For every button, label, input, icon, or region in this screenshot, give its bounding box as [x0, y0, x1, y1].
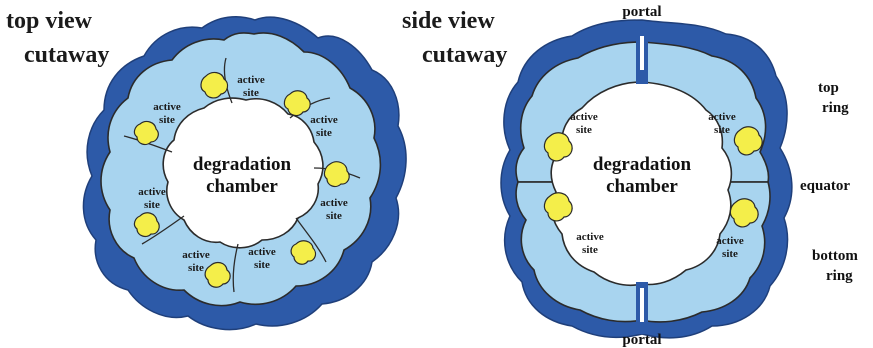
top-view-chamber-label-line1: degradation — [193, 154, 292, 175]
active-site-label: active — [570, 111, 598, 123]
active-site-blob — [544, 133, 572, 161]
active-site-label: active — [153, 101, 181, 113]
side-view-chamber-label-line1: degradation — [593, 154, 692, 175]
active-site-label: site — [188, 262, 204, 274]
active-site-label: active — [320, 197, 348, 209]
active-site-label: site — [316, 127, 332, 139]
active-site-blob — [324, 162, 349, 187]
active-site-label: site — [144, 199, 160, 211]
active-site-label: active — [708, 111, 736, 123]
active-site-label: site — [243, 87, 259, 99]
bottom-ring-label-line2: ring — [826, 268, 853, 284]
active-site-label: active — [248, 246, 276, 258]
active-site-label: active — [576, 231, 604, 243]
active-site-blob — [291, 241, 315, 264]
side-view-portal-top-gap — [640, 36, 644, 70]
active-site-blob — [734, 127, 762, 155]
active-site-label: active — [310, 114, 338, 126]
equator-label: equator — [800, 178, 850, 194]
active-site-label: site — [254, 259, 270, 271]
active-site-blob — [284, 91, 310, 116]
top-ring-label-line2: ring — [822, 100, 849, 116]
side-view-chamber-label-line2: chamber — [606, 176, 678, 197]
portal-top-label: portal — [622, 4, 661, 20]
active-site-blob — [134, 122, 158, 145]
active-site-label: active — [138, 186, 166, 198]
active-site-label: active — [237, 74, 265, 86]
active-site-label: site — [576, 124, 592, 136]
active-site-label: site — [722, 248, 738, 260]
side-view-title-line2: cutaway — [422, 42, 507, 68]
side-view-portal-bottom-gap — [640, 288, 644, 322]
portal-bottom-label: portal — [622, 332, 661, 348]
side-view-title-line1: side view — [402, 8, 495, 34]
top-view-chamber-label-line2: chamber — [206, 176, 278, 197]
active-site-label: active — [182, 249, 210, 261]
active-site-label: active — [716, 235, 744, 247]
active-site-label: site — [159, 114, 175, 126]
active-site-blob — [134, 213, 159, 237]
top-ring-label-line1: top — [818, 80, 839, 96]
active-site-label: site — [326, 210, 342, 222]
top-view-title-line1: top view — [6, 8, 93, 34]
active-site-blob — [544, 193, 572, 221]
bottom-ring-label-line1: bottom — [812, 248, 858, 264]
top-view-title-line2: cutaway — [24, 42, 109, 68]
active-site-blob — [730, 199, 758, 227]
active-site-label: site — [714, 124, 730, 136]
active-site-label: site — [582, 244, 598, 256]
